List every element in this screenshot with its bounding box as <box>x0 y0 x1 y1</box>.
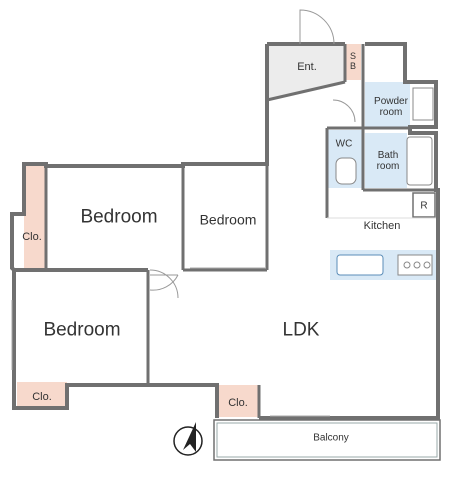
ldk-label: LDK <box>282 319 320 341</box>
wall-entrance-step <box>266 80 346 102</box>
bathtub <box>406 136 433 186</box>
balcony-outline <box>213 419 441 461</box>
closet-1-label: Clo. <box>22 230 42 243</box>
entrance-label: Ent. <box>297 60 317 73</box>
closet-3-label: Clo. <box>228 396 248 409</box>
burner-2 <box>413 261 421 269</box>
bedroom-3-label: Bedroom <box>43 319 121 341</box>
wc-door-swing <box>332 99 356 123</box>
shoe-box-fill <box>345 44 361 80</box>
refrigerator-label: R <box>420 200 428 212</box>
washbasin <box>412 87 434 121</box>
wc-label: WC <box>335 138 353 150</box>
burner-1 <box>403 261 411 269</box>
outer-wall-2 <box>259 42 440 420</box>
closet-3-fill <box>217 385 259 417</box>
bathroom-label: Bath room <box>376 150 400 172</box>
balcony-label: Balcony <box>313 432 349 444</box>
powder-room-label: Powder room <box>374 96 408 118</box>
bathroom-fill <box>365 133 407 188</box>
bedroom-2-label: Bedroom <box>199 211 257 228</box>
closet-2-fill <box>17 382 67 408</box>
bedroom-1-label: Bedroom <box>80 206 158 228</box>
burner-3 <box>423 261 431 269</box>
outer-wall-3 <box>10 44 269 418</box>
north-arrow-icon <box>173 422 203 456</box>
bedroom1-door-swing <box>149 269 179 299</box>
kitchen-label: Kitchen <box>363 219 401 232</box>
refrigerator-box <box>412 192 436 218</box>
stove <box>397 254 433 276</box>
entry-door-swing <box>299 9 335 45</box>
closet-2-label: Clo. <box>32 390 52 403</box>
bedroom-door-swing <box>149 274 179 291</box>
shoe-box-label: S B <box>349 51 356 71</box>
kitchen-sink <box>336 254 384 276</box>
balcony-inner <box>216 422 438 458</box>
closet-1-fill <box>24 166 46 268</box>
powder-room-fill <box>365 82 410 127</box>
toilet <box>335 157 357 185</box>
